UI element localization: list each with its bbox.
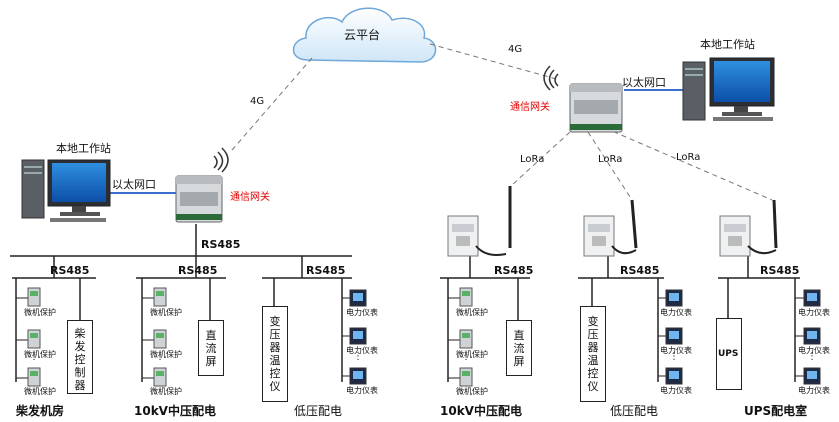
right-workstation-icon <box>682 57 775 121</box>
left-room2-device-3: 微机保护 <box>150 387 182 396</box>
left-workstation-title: 本地工作站 <box>56 142 111 155</box>
right-room2-bus-label: RS485 <box>620 264 660 277</box>
lora-label-1: LoRa <box>520 154 545 165</box>
left-4g-link <box>231 57 313 151</box>
lora-link-3 <box>604 127 773 201</box>
right-gateway-icon <box>543 65 623 133</box>
right-4g-link <box>429 43 561 81</box>
lora-label-3: LoRa <box>676 152 701 163</box>
left-room1-title: 柴发机房 <box>16 404 65 418</box>
cloud-icon <box>292 7 437 63</box>
right-room3-meter-2: 电力仪表 <box>798 346 830 355</box>
left-room2-panel: 直 流 屏 <box>198 320 224 376</box>
left-room1-device-3: 微机保护 <box>24 387 56 396</box>
left-room3-title: 低压配电 <box>294 404 343 418</box>
right-room2-meter-3: 电力仪表 <box>660 386 692 395</box>
right-workstation-title: 本地工作站 <box>700 38 755 51</box>
left-gateway-icon <box>175 147 229 223</box>
right-ethernet-label: 以太网口 <box>622 76 666 89</box>
left-room1-panel: 柴 发 控 制 器 <box>67 320 93 394</box>
right-room1-panel: 直 流 屏 <box>506 320 532 376</box>
right-room3-panel: UPS <box>716 318 742 390</box>
left-room1-ellipsis: ⋮ <box>29 351 39 362</box>
left-room2-device-1: 微机保护 <box>150 308 182 317</box>
left-room2-title: 10kV中压配电 <box>134 404 216 418</box>
left-room1-device-2: 微机保护 <box>24 350 56 359</box>
power-meter-screens <box>353 293 817 379</box>
relay-device-icons <box>27 287 473 387</box>
left-room3-meter-1: 电力仪表 <box>346 308 378 317</box>
left-room3-meter-3: 电力仪表 <box>346 386 378 395</box>
right-room2-ellipsis: ⋮ <box>669 351 679 362</box>
lora-module-2-icon <box>583 199 638 257</box>
right-room3-meter-1: 电力仪表 <box>798 308 830 317</box>
left-room3-ellipsis: ⋮ <box>353 351 363 362</box>
right-room1-title: 10kV中压配电 <box>440 404 522 418</box>
left-gateway-label: 通信网关 <box>230 192 270 203</box>
lora-module-3-icon <box>719 199 778 257</box>
right-room3-meter-3: 电力仪表 <box>798 386 830 395</box>
right-room3-bus-label: RS485 <box>760 264 800 277</box>
right-room1-device-3: 微机保护 <box>456 387 488 396</box>
lora-label-2: LoRa <box>598 154 623 165</box>
right-room3-title: UPS配电室 <box>744 404 808 418</box>
left-room3-meter-2: 电力仪表 <box>346 346 378 355</box>
right-room1-ellipsis: ⋮ <box>461 351 471 362</box>
lora-link-2 <box>587 131 633 201</box>
right-room2-meter-1: 电力仪表 <box>660 308 692 317</box>
right-room2-meter-2: 电力仪表 <box>660 346 692 355</box>
right-room2-title: 低压配电 <box>610 404 659 418</box>
relay-screens <box>30 291 470 376</box>
right-room1-device-1: 微机保护 <box>456 308 488 317</box>
left-room2-ellipsis: ⋮ <box>155 351 165 362</box>
right-4g-label: 4G <box>508 44 523 55</box>
cloud-label: 云平台 <box>344 28 381 42</box>
right-room2-panel: 变 压 器 温 控 仪 <box>580 306 606 402</box>
left-ethernet-label: 以太网口 <box>112 178 156 191</box>
right-room1-device-2: 微机保护 <box>456 350 488 359</box>
left-4g-label: 4G <box>250 96 265 107</box>
left-room2-bus-label: RS485 <box>178 264 218 277</box>
left-main-bus-label: RS485 <box>201 238 241 251</box>
left-room3-bus-label: RS485 <box>306 264 346 277</box>
left-workstation-icon <box>21 159 111 222</box>
left-room3-panel: 变 压 器 温 控 仪 <box>262 306 288 402</box>
left-room1-device-1: 微机保护 <box>24 308 56 317</box>
left-room2-device-2: 微机保护 <box>150 350 182 359</box>
lora-module-1-icon <box>447 186 512 257</box>
lora-link-1 <box>511 131 571 186</box>
right-room3-ellipsis: ⋮ <box>807 351 817 362</box>
right-gateway-label: 通信网关 <box>510 102 550 113</box>
right-room1-bus-label: RS485 <box>494 264 534 277</box>
left-room1-bus-label: RS485 <box>50 264 90 277</box>
